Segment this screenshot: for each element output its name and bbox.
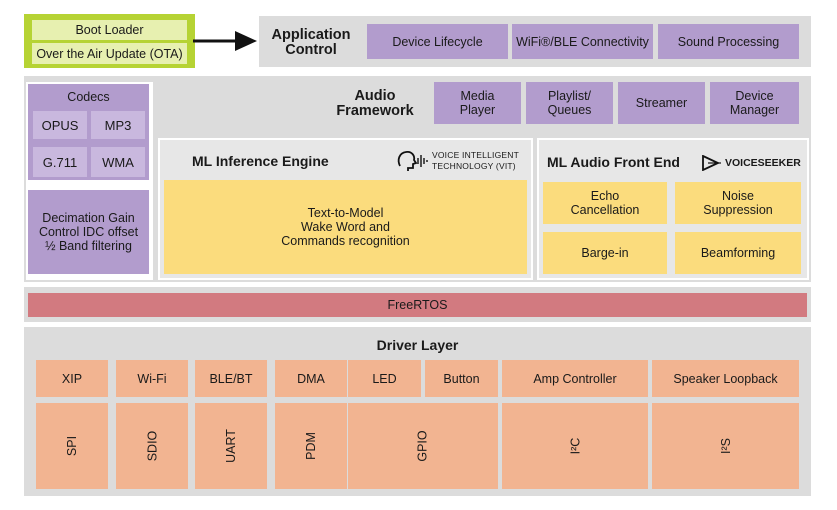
device-lifecycle-item: Device Lifecycle <box>367 24 508 59</box>
wifi-driver: Wi-Fi <box>116 360 188 397</box>
sound-processing-item: Sound Processing <box>658 24 799 59</box>
audio-framework-panel: Codecs OPUS MP3 G.711 WMA Decimation Gai… <box>24 76 811 282</box>
beamforming-item: Beamforming <box>675 232 801 274</box>
ml-audio-front-end-title: ML Audio Front End <box>547 154 680 170</box>
i2c-driver: I²C <box>502 403 648 489</box>
amp-controller-driver: Amp Controller <box>502 360 648 397</box>
boot-loader-label: Boot Loader <box>75 23 144 37</box>
boot-loader-box: Boot Loader Over the Air Update (OTA) <box>24 14 195 68</box>
speaker-loopback-driver: Speaker Loopback <box>652 360 799 397</box>
sdio-driver: SDIO <box>116 403 188 489</box>
led-driver: LED <box>348 360 421 397</box>
voice-head-icon <box>397 150 428 171</box>
wifi-ble-connectivity-item: WiFi®/BLE Connectivity <box>512 24 653 59</box>
codecs-title: Codecs <box>67 90 110 104</box>
streamer-item: Streamer <box>618 82 705 124</box>
button-driver: Button <box>425 360 498 397</box>
boot-loader-item: Boot Loader <box>32 20 187 40</box>
spi-driver: SPI <box>36 403 108 489</box>
i2s-driver: I²S <box>652 403 799 489</box>
gpio-driver: GPIO <box>348 403 498 489</box>
dma-driver: DMA <box>275 360 347 397</box>
voiceseeker-brand: VOICESEEKER <box>725 157 801 169</box>
rtos-panel: FreeRTOS <box>24 287 811 322</box>
barge-in-item: Barge-in <box>543 232 667 274</box>
xip-driver: XIP <box>36 360 108 397</box>
freertos-bar: FreeRTOS <box>28 293 807 317</box>
codec-mp3: MP3 <box>91 111 145 139</box>
ble-bt-driver: BLE/BT <box>195 360 267 397</box>
codec-g711: G.711 <box>33 147 87 177</box>
codec-opus: OPUS <box>33 111 87 139</box>
uart-driver: UART <box>195 403 267 489</box>
voiceseeker-logo-icon <box>702 155 721 171</box>
ml-inference-engine-title: ML Inference Engine <box>192 153 329 169</box>
playlist-queues-item: Playlist/Queues <box>526 82 613 124</box>
ota-item: Over the Air Update (OTA) <box>32 43 187 64</box>
codec-wma: WMA <box>91 147 145 177</box>
driver-layer-panel: Driver Layer XIP Wi-Fi BLE/BT DMA LED Bu… <box>24 327 811 496</box>
arrow-right-icon <box>193 31 257 51</box>
driver-layer-title: Driver Layer <box>376 337 459 353</box>
pdm-driver: PDM <box>275 403 347 489</box>
codecs-group: Codecs OPUS MP3 G.711 WMA <box>28 84 149 180</box>
ota-label: Over the Air Update (OTA) <box>36 46 183 61</box>
